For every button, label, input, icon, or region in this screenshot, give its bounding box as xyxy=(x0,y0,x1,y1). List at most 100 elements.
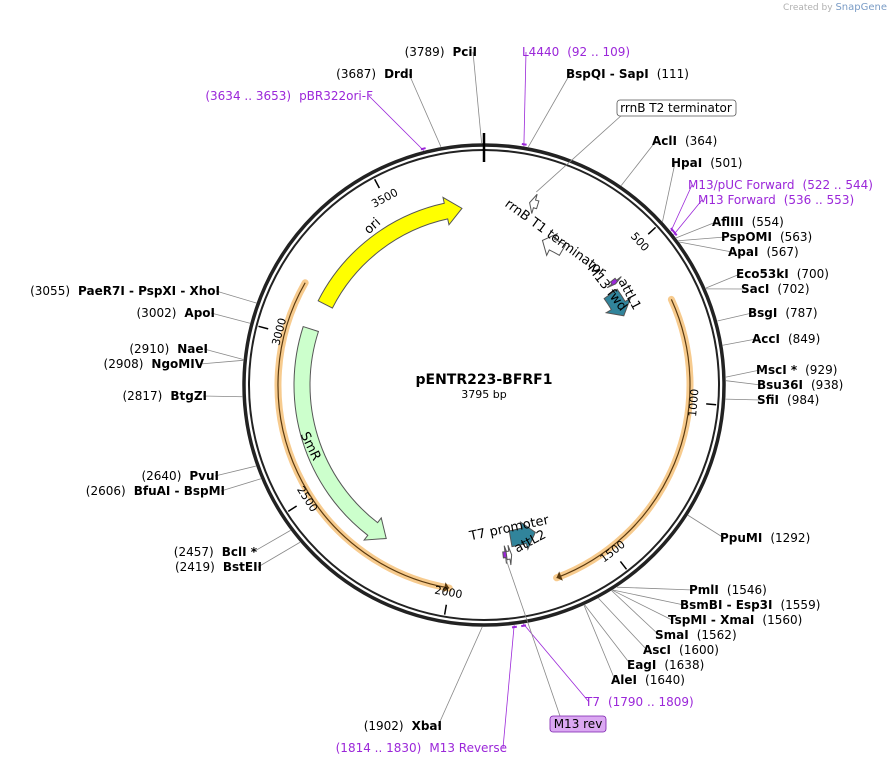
enzyme-label-pvui: (2640)PvuI xyxy=(141,469,219,483)
enzyme-label-saci: SacI(702) xyxy=(741,282,810,296)
primer-leader xyxy=(502,625,515,749)
primer-site-mark xyxy=(672,230,678,236)
leader-line xyxy=(583,605,616,681)
enzyme-label-naei: (2910)NaeI xyxy=(129,342,208,356)
plasmid-size: 3795 bp xyxy=(461,388,506,401)
plasmid-name: pENTR223-BFRF1 xyxy=(416,372,553,388)
primer-site-mark xyxy=(670,227,675,233)
leader-line xyxy=(678,236,726,242)
enzyme-label-msci: MscI *(929) xyxy=(756,363,837,377)
primer-leader xyxy=(670,184,693,232)
leader-line xyxy=(687,514,725,539)
m13-rev-callout-box xyxy=(549,715,607,733)
leader-line xyxy=(598,597,648,651)
enzyme-label-xbai: (1902)XbaI xyxy=(364,719,442,733)
enzyme-label-tspmi-xmai: TspMI - XmaI(1560) xyxy=(668,613,802,627)
leader-line xyxy=(202,395,243,398)
leader-line xyxy=(215,290,257,304)
primer-site-mark xyxy=(521,142,527,146)
enzyme-label-drdi: (3687)DrdI xyxy=(336,67,413,81)
ruler-tick xyxy=(443,604,448,615)
leader-line xyxy=(620,140,657,186)
leader-line xyxy=(717,312,753,322)
leader-line xyxy=(612,589,685,606)
ruler-label: 3500 xyxy=(369,186,400,211)
primer-label-pbr322ori-f: (3634 .. 3653)pBR322ori-F xyxy=(205,89,373,103)
leader-line xyxy=(584,604,632,666)
leader-line xyxy=(725,398,762,401)
enzyme-label-bfuai-bspmi: (2606)BfuAI - BspMI xyxy=(86,484,225,498)
orf-arrowhead-1 xyxy=(556,571,563,581)
m13-fwd-feature xyxy=(606,276,622,289)
ori-feature xyxy=(317,196,463,309)
enzyme-label-bsmbi-esp3i: BsmBI - Esp3I(1559) xyxy=(680,598,820,612)
primer-leader xyxy=(523,51,527,147)
orf-layer xyxy=(274,279,694,593)
enzyme-label-eco53ki: Eco53kI(700) xyxy=(736,267,829,281)
leader-line xyxy=(662,162,676,222)
attl2-feature xyxy=(508,521,536,551)
primer-leader xyxy=(673,199,703,235)
leader-line xyxy=(210,312,251,324)
leader-line xyxy=(705,273,741,289)
snapgene-brand: Created by SnapGene xyxy=(783,2,887,13)
enzyme-label-pspomi: PspOMI(563) xyxy=(721,230,812,244)
leader-line xyxy=(199,359,244,365)
enzyme-label-alei: AleI(1640) xyxy=(611,673,685,687)
leader-line xyxy=(252,530,291,553)
enzyme-label-acci: AccI(849) xyxy=(752,332,820,346)
enzyme-label-hpai: HpaI(501) xyxy=(671,156,742,170)
primer-site-mark xyxy=(511,625,517,629)
enzyme-label-paer7i-pspxi-xhoi: (3055)PaeR7I - PspXI - XhoI xyxy=(30,284,220,298)
leader-line xyxy=(611,590,660,636)
rrnb-t2-terminator-feature xyxy=(529,193,540,214)
leader-line xyxy=(725,380,762,386)
rrnb-t2-callout-box xyxy=(616,99,737,117)
leader-line xyxy=(437,626,483,727)
ruler-tick xyxy=(619,560,628,570)
primer-label-m13-puc-forward: M13/pUC Forward(522 .. 544) xyxy=(688,178,873,192)
enzyme-label-apoi: (3002)ApoI xyxy=(137,306,216,320)
m13-rev-leader xyxy=(505,558,561,717)
enzyme-label-bsu36i: Bsu36I(938) xyxy=(757,378,843,392)
leader-line xyxy=(472,51,482,144)
snapgene-logo: SnapGene xyxy=(835,2,887,13)
attl1-feature xyxy=(603,288,632,317)
primer-label-t7: T7(1790 .. 1809) xyxy=(584,695,694,709)
leader-line xyxy=(203,348,244,360)
enzyme-label-btgzi: (2817)BtgZI xyxy=(122,389,207,403)
primer-leader xyxy=(522,623,590,703)
enzyme-label-bsgi: BsgI(787) xyxy=(748,306,818,320)
leader-line xyxy=(722,338,757,346)
enzyme-label-apai: ApaI(567) xyxy=(728,245,799,259)
smr-label: SmR xyxy=(297,430,324,463)
backbone xyxy=(242,133,726,627)
rrnb-t2-leader xyxy=(536,113,624,193)
leader-line xyxy=(408,73,442,148)
primer-leader xyxy=(368,95,425,151)
smr-feature xyxy=(293,325,387,541)
enzyme-label-bspqi-sapi: BspQI - SapI(111) xyxy=(566,67,689,81)
enzyme-label-acli: AclI(364) xyxy=(652,134,717,148)
rrnb-t2-callout-label: rrnB T2 terminator xyxy=(620,101,732,115)
ruler-tick xyxy=(258,325,269,330)
leader-line xyxy=(527,73,571,148)
enzyme-label-sfii: SfiI(984) xyxy=(757,393,819,407)
primer-label-l4440: L4440(92 .. 109) xyxy=(522,45,630,59)
leader-line xyxy=(679,241,733,253)
ruler-label: 1000 xyxy=(686,388,701,417)
primer-label-m13-reverse: (1814 .. 1830)M13 Reverse xyxy=(336,741,507,755)
leader-line xyxy=(617,586,694,591)
enzyme-label-asci: AscI(1600) xyxy=(643,643,719,657)
m13-rev-callout-label: M13 rev xyxy=(554,717,603,731)
labels-layer: BspQI - SapI(111)AclI(364)HpaI(501)AflII… xyxy=(30,45,873,755)
leader-line xyxy=(612,589,673,621)
enzyme-label-pmli: PmlI(1546) xyxy=(689,583,767,597)
enzyme-label-pcii: (3789)PciI xyxy=(405,45,477,59)
primer-t7-feature xyxy=(505,545,513,566)
leader-line xyxy=(675,221,717,239)
primer-site-mark xyxy=(521,624,527,628)
leader-line xyxy=(725,369,761,378)
orf-arrowhead-2 xyxy=(443,582,450,593)
